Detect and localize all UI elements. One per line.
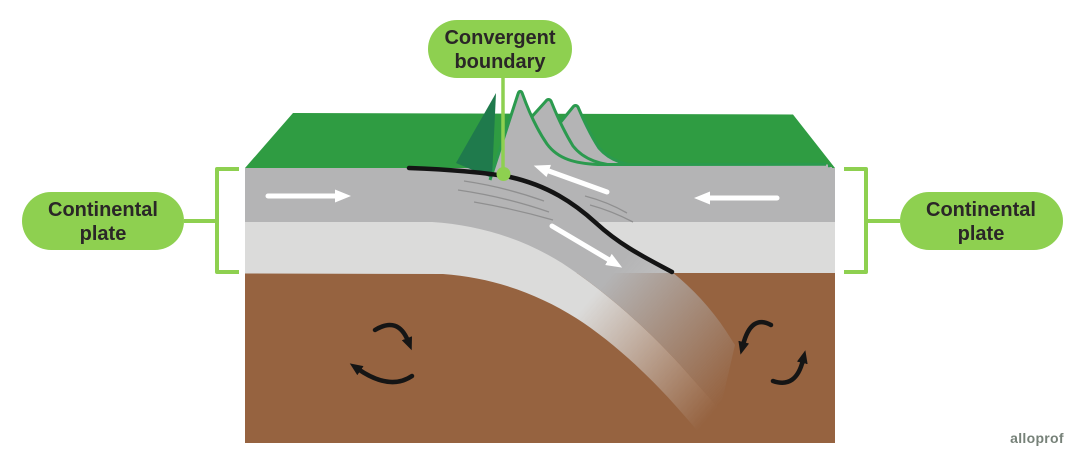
left-convection-arrow-top [372, 322, 412, 351]
left-convection-arrow-bottom [349, 363, 415, 385]
mountain-ridge-dark [456, 93, 496, 178]
mantle-convection-arrows [349, 319, 808, 385]
plate-motion-arrows [265, 164, 780, 268]
right-convection-arrow-bottom [770, 350, 808, 385]
right-label-line2: plate [958, 223, 1005, 245]
overriding-edge-arrow [533, 164, 610, 195]
boundary-point-dot [496, 167, 511, 181]
strain-line [584, 195, 628, 214]
subduction-arrow [549, 223, 623, 268]
subducting-slab [245, 168, 735, 437]
left-label-bubble [22, 192, 184, 250]
top-label-bubble [428, 20, 572, 78]
left-label-line2: plate [80, 223, 127, 245]
strain-lines [457, 180, 634, 223]
top-label-line2: boundary [454, 51, 546, 73]
right-convection-arrow-top [738, 319, 774, 355]
mountain-range [456, 89, 832, 181]
right-label-line1: Continental [926, 199, 1036, 221]
left-label-line1: Continental [48, 199, 158, 221]
fault-line [406, 165, 675, 275]
strain-line [473, 201, 554, 221]
label-bubbles: Convergent boundary Continental plate Co… [22, 20, 1063, 250]
right-label-bubble [900, 192, 1063, 250]
left-plate-bracket [215, 167, 239, 274]
mountain-middle-outline [516, 98, 830, 168]
strain-line [463, 180, 545, 202]
watermark-logo: alloprof [1010, 430, 1064, 446]
right-plate-bracket [844, 167, 868, 274]
strain-line [589, 204, 634, 223]
top-label-line1: Convergent [444, 27, 555, 49]
slab-upper-layer [245, 168, 735, 410]
mountain-front-outline [488, 89, 827, 181]
strain-line [457, 189, 550, 213]
plate-brackets [184, 167, 900, 274]
mantle-layer [245, 273, 835, 443]
slab-lower-layer [245, 222, 720, 437]
